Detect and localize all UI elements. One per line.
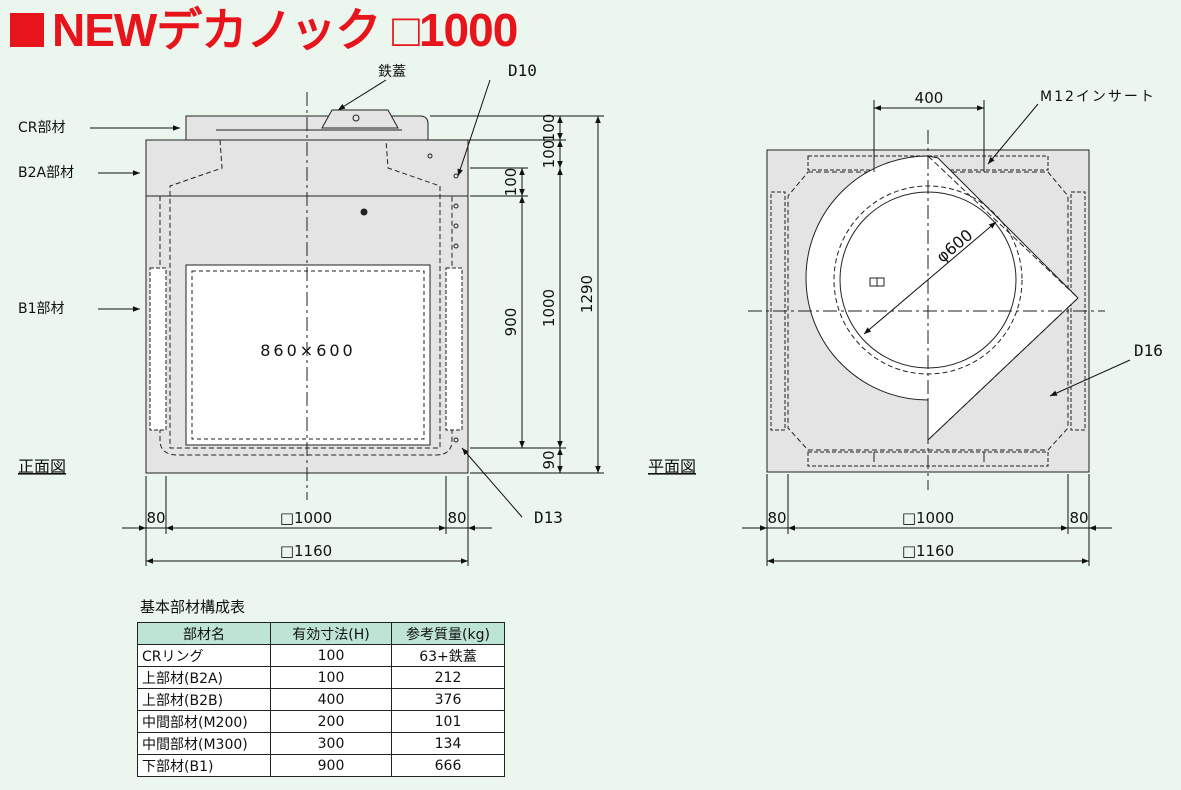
cell-weight: 63+鉄蓋 bbox=[391, 644, 505, 667]
label-d16: D16 bbox=[1134, 341, 1163, 360]
dim-v-1000: 1000 bbox=[540, 289, 558, 327]
parts-table: 部材名 有効寸法(H) 参考質量(kg) CRリング 100 63+鉄蓋 上部材… bbox=[137, 622, 505, 777]
cell-height: 300 bbox=[270, 732, 392, 755]
cell-name: 上部材(B2B) bbox=[137, 688, 271, 711]
table-row: 上部材(B2B) 400 376 bbox=[137, 688, 505, 711]
front-part-labels: CR部材 B2A部材 B1部材 bbox=[18, 120, 74, 317]
plan-dim-1160: □1160 bbox=[902, 542, 954, 560]
header-weight: 参考質量(kg) bbox=[391, 622, 505, 645]
label-m12-insert: M12インサート bbox=[1040, 89, 1156, 105]
label-cr: CR部材 bbox=[18, 120, 66, 136]
front-view-label: 正面図 bbox=[18, 457, 66, 476]
dim-h-1000: □1000 bbox=[280, 509, 332, 527]
plan-view-label: 平面図 bbox=[648, 457, 696, 476]
dim-v-90: 90 bbox=[540, 450, 558, 469]
cell-weight: 666 bbox=[391, 754, 505, 777]
plan-dim-1000: □1000 bbox=[902, 509, 954, 527]
opening-860x600 bbox=[185, 264, 431, 446]
plan-dim-80-right: 80 bbox=[1069, 509, 1088, 527]
dim-v-100b: 100 bbox=[540, 140, 558, 169]
cell-height: 200 bbox=[270, 710, 392, 733]
cell-name: 下部材(B1) bbox=[137, 754, 271, 777]
front-vertical-dims bbox=[430, 115, 604, 474]
dim-plan-400: 400 bbox=[915, 89, 944, 107]
label-b2a: B2A部材 bbox=[18, 165, 74, 181]
cell-height: 900 bbox=[270, 754, 392, 777]
header-part-name: 部材名 bbox=[137, 622, 271, 645]
table-row: 中間部材(M200) 200 101 bbox=[137, 710, 505, 733]
label-d10: D10 bbox=[508, 61, 537, 80]
cell-weight: 101 bbox=[391, 710, 505, 733]
cell-height: 400 bbox=[270, 688, 392, 711]
table-row: 下部材(B1) 900 666 bbox=[137, 754, 505, 777]
cell-weight: 212 bbox=[391, 666, 505, 689]
title-text: NEWデカノック □1000 bbox=[52, 4, 518, 56]
table-row: 上部材(B2A) 100 212 bbox=[137, 666, 505, 689]
label-iron-cover: 鉄蓋 bbox=[378, 64, 406, 80]
dim-v-100a: 100 bbox=[540, 114, 558, 143]
dim-v-1290: 1290 bbox=[578, 275, 596, 313]
cell-name: 上部材(B2A) bbox=[137, 666, 271, 689]
table-caption: 基本部材構成表 bbox=[140, 598, 246, 616]
label-opening: 860×600 bbox=[260, 341, 355, 360]
table-header-row: 部材名 有効寸法(H) 参考質量(kg) bbox=[137, 622, 505, 645]
cell-weight: 134 bbox=[391, 732, 505, 755]
front-horizontal-dims bbox=[122, 476, 492, 566]
dim-h-80-left: 80 bbox=[146, 509, 165, 527]
cell-weight: 376 bbox=[391, 688, 505, 711]
cell-name: 中間部材(M300) bbox=[137, 732, 271, 755]
iron-cover bbox=[321, 109, 399, 129]
front-view bbox=[145, 92, 469, 500]
table-row: CRリング 100 63+鉄蓋 bbox=[137, 644, 505, 667]
title-square-icon bbox=[10, 13, 44, 47]
table-row: 中間部材(M300) 300 134 bbox=[137, 732, 505, 755]
cell-height: 100 bbox=[270, 644, 392, 667]
label-d13: D13 bbox=[534, 508, 563, 527]
page-title: NEWデカノック □1000 bbox=[10, 2, 518, 58]
dim-h-1160: □1160 bbox=[280, 542, 332, 560]
label-b1: B1部材 bbox=[18, 301, 65, 317]
dim-h-80-right: 80 bbox=[447, 509, 466, 527]
dim-v-900: 900 bbox=[502, 308, 520, 337]
cell-name: CRリング bbox=[137, 644, 271, 667]
plan-dim-80-left: 80 bbox=[767, 509, 786, 527]
cell-name: 中間部材(M200) bbox=[137, 710, 271, 733]
plan-view bbox=[748, 130, 1105, 490]
dim-v-100c: 100 bbox=[502, 168, 520, 197]
header-height: 有効寸法(H) bbox=[270, 622, 392, 645]
plan-horizontal-dims bbox=[742, 474, 1112, 566]
cell-height: 100 bbox=[270, 666, 392, 689]
